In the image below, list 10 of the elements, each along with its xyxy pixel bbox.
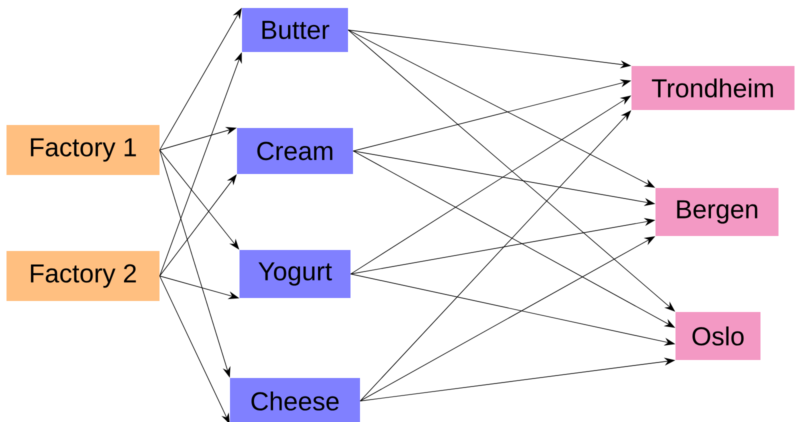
city-box: Trondheim (632, 66, 794, 110)
city-box: Oslo (676, 312, 760, 360)
city-box: Bergen (656, 188, 778, 236)
arrow (159, 276, 230, 422)
product-box: Butter (242, 8, 348, 52)
product-box: Yogurt (240, 250, 350, 298)
product-box: Cream (237, 128, 353, 174)
factory-box: Factory 1 (6, 125, 160, 175)
product-box: Cheese (230, 378, 360, 422)
factory-box: Factory 2 (6, 251, 160, 301)
